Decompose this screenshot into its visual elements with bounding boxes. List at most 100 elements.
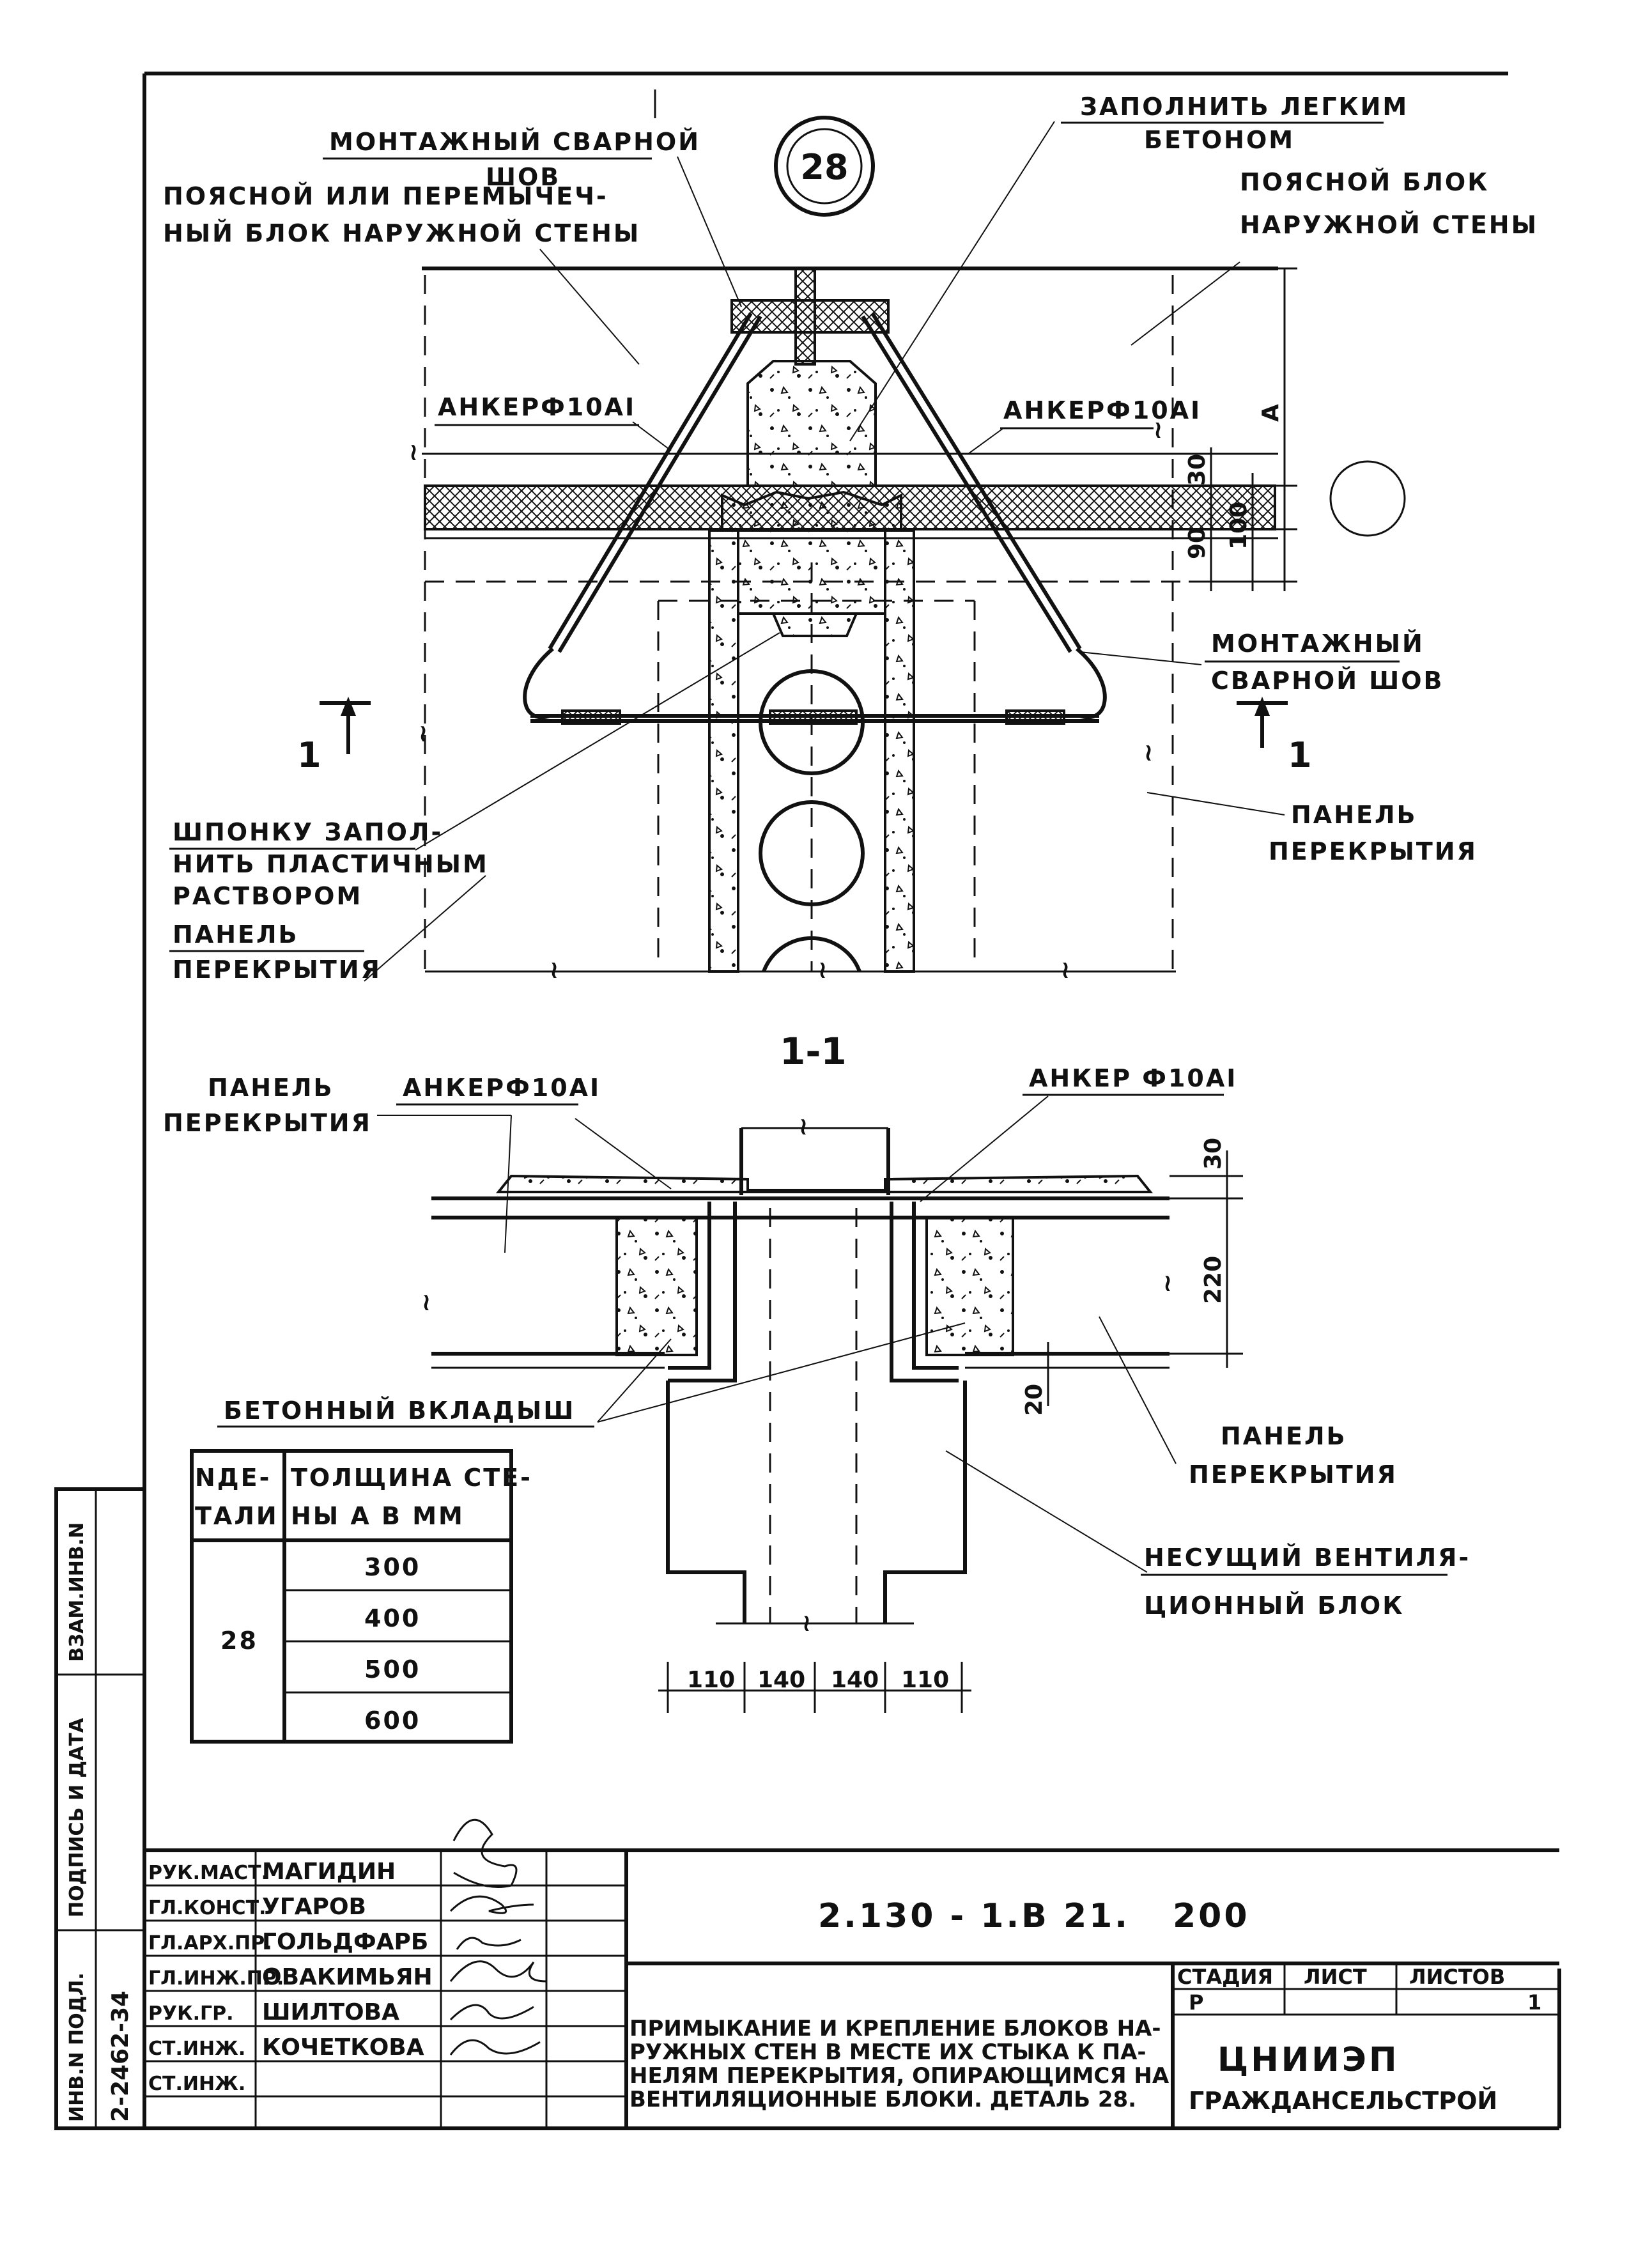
svg-text:ВЕНТИЛЯЦИОННЫЕ БЛОКИ. ДЕТАЛЬ 2: ВЕНТИЛЯЦИОННЫЕ БЛОКИ. ДЕТАЛЬ 28. <box>629 2087 1136 2112</box>
svg-text:NДЕ-: NДЕ- <box>195 1464 271 1492</box>
svg-text:1: 1 <box>1527 1990 1541 2015</box>
table-row: 400 <box>364 1604 421 1632</box>
svg-text:ВЗАМ.ИНВ.N: ВЗАМ.ИНВ.N <box>66 1522 88 1662</box>
side-stamp: ИНВ.N ПОДЛ. 2-2462-34 ПОДПИСЬ И ДАТА ВЗА… <box>54 1487 146 2130</box>
vent-block-wall-left <box>708 529 739 973</box>
section-view: 1-1 ≀ ≀ ≀ ≀ <box>163 1030 1469 1713</box>
topping-layer <box>495 1174 1154 1193</box>
plan-view: ≀ ≀ ≀ ≀ ≀ ≀ ≀ 1 1 А 30 <box>163 93 1538 984</box>
plan-dimensions: А 30 100 90 <box>1184 267 1406 591</box>
sec-label-vent-2: ЦИОННЫЙ БЛОК <box>1144 1591 1404 1620</box>
thickness-table: NДЕ- ТАЛИ ТОЛЩИНА СТЕ- НЫ А В ММ 28 300 … <box>190 1449 530 1744</box>
svg-text:НЫ А В ММ: НЫ А В ММ <box>291 1502 465 1530</box>
svg-text:30: 30 <box>1200 1138 1226 1170</box>
label-anchor-right: АНКЕРФ10АI <box>1003 396 1201 424</box>
svg-text:≀: ≀ <box>799 1112 810 1140</box>
svg-text:СТ.ИНЖ.: СТ.ИНЖ. <box>148 2038 245 2060</box>
svg-text:2-2462-34: 2-2462-34 <box>107 1991 134 2122</box>
svg-text:НЕЛЯМ ПЕРЕКРЫТИЯ, ОПИРАЮЩИМСЯ: НЕЛЯМ ПЕРЕКРЫТИЯ, ОПИРАЮЩИМСЯ НА <box>629 2063 1170 2089</box>
svg-text:РУЖНЫХ СТЕН В МЕСТЕ ИХ СТЫКА К: РУЖНЫХ СТЕН В МЕСТЕ ИХ СТЫКА К ПА- <box>629 2039 1146 2065</box>
label-fill-concrete-2: БЕТОНОМ <box>1144 126 1295 154</box>
svg-text:≀: ≀ <box>1144 738 1155 766</box>
svg-text:≀: ≀ <box>1163 1269 1174 1297</box>
svg-text:140: 140 <box>757 1667 805 1693</box>
sec-label-anchor-left: АНКЕРФ10АI <box>403 1074 601 1102</box>
svg-text:140: 140 <box>831 1667 879 1693</box>
section-leaders <box>377 1095 1177 1573</box>
sec-label-insert: БЕТОННЫЙ ВКЛАДЫШ <box>224 1397 575 1425</box>
sec-label-anchor-right: АНКЕР Ф10АI <box>1029 1064 1237 1092</box>
svg-text:≀: ≀ <box>419 719 429 747</box>
svg-text:≀: ≀ <box>1154 415 1164 444</box>
key-mortar <box>771 612 859 637</box>
sec-label-panel-right-1: ПАНЕЛЬ <box>1221 1422 1347 1450</box>
detail-number-marker: 28 <box>654 89 875 217</box>
label-fill-concrete-1: ЗАПОЛНИТЬ ЛЕГКИМ <box>1080 93 1409 121</box>
sec-label-panel-left-1: ПАНЕЛЬ <box>208 1074 334 1102</box>
svg-text:100: 100 <box>1226 502 1252 550</box>
svg-text:ЛИСТОВ: ЛИСТОВ <box>1409 1965 1505 1989</box>
svg-text:≀: ≀ <box>1061 956 1072 984</box>
label-panel-left-2: ПЕРЕКРЫТИЯ <box>173 956 382 984</box>
svg-text:ГЛ.КОНСТ.: ГЛ.КОНСТ. <box>148 1897 266 1919</box>
label-anchor-left: АНКЕРФ10АI <box>438 393 636 421</box>
label-key-fill-1: ШПОНКУ ЗАПОЛ- <box>173 818 443 846</box>
svg-text:220: 220 <box>1200 1256 1226 1304</box>
svg-text:СТ.ИНЖ.: СТ.ИНЖ. <box>148 2073 245 2095</box>
label-belt-block-left-2: НЫЙ БЛОК НАРУЖНОЙ СТЕНЫ <box>163 219 640 247</box>
vent-block-wall-right <box>884 529 915 973</box>
svg-text:ЛИСТ: ЛИСТ <box>1304 1965 1367 1989</box>
svg-text:1: 1 <box>297 735 321 775</box>
svg-text:РУК.ГР.: РУК.ГР. <box>148 2002 234 2025</box>
label-panel-right-2: ПЕРЕКРЫТИЯ <box>1269 837 1478 865</box>
sec-label-panel-left-2: ПЕРЕКРЫТИЯ <box>163 1109 372 1137</box>
svg-text:КОЧЕТКОВА: КОЧЕТКОВА <box>262 2034 424 2061</box>
svg-text:≀: ≀ <box>422 1288 433 1316</box>
svg-text:20: 20 <box>1021 1384 1047 1416</box>
drawing-code-number: 200 <box>1173 1897 1250 1935</box>
svg-text:ИНВ.N ПОДЛ.: ИНВ.N ПОДЛ. <box>66 1972 88 2122</box>
section-mark-left: 1 <box>297 697 371 775</box>
section-dimensions: 30 220 20 110 140 140 110 <box>658 1138 1243 1713</box>
svg-text:ГЛ.АРХ.ПР.: ГЛ.АРХ.ПР. <box>148 1932 272 1954</box>
svg-text:≀: ≀ <box>409 438 420 466</box>
svg-text:ПОДПИСЬ И ДАТА: ПОДПИСЬ И ДАТА <box>66 1717 88 1917</box>
label-weld-right-1: МОНТАЖНЫЙ <box>1211 630 1424 658</box>
signatures <box>449 1818 547 2055</box>
section-mark-right: 1 <box>1237 697 1312 775</box>
svg-text:30: 30 <box>1184 454 1210 486</box>
table-row: 600 <box>364 1707 421 1735</box>
svg-text:Р: Р <box>1189 1990 1203 2015</box>
label-belt-block-right-1: ПОЯСНОЙ БЛОК <box>1240 168 1489 196</box>
svg-text:ОВАКИМЬЯН: ОВАКИМЬЯН <box>262 1964 433 1990</box>
table-row: 300 <box>364 1553 421 1581</box>
svg-text:ГЛ.ИНЖ.ПР.: ГЛ.ИНЖ.ПР. <box>148 1967 284 1990</box>
svg-text:≀: ≀ <box>818 956 829 984</box>
org-name: ЦНИИЭП <box>1217 2041 1399 2079</box>
label-key-fill-2: НИТЬ ПЛАСТИЧНЫМ <box>173 850 489 878</box>
svg-text:ШИЛТОВА: ШИЛТОВА <box>262 1999 399 2025</box>
table-detail: 28 <box>220 1627 258 1655</box>
label-belt-block-right-2: НАРУЖНОЙ СТЕНЫ <box>1240 211 1538 239</box>
label-key-fill-3: РАСТВОРОМ <box>173 882 362 910</box>
section-title: 1-1 <box>780 1030 847 1073</box>
svg-text:ПРИМЫКАНИЕ И КРЕПЛЕНИЕ БЛОКОВ: ПРИМЫКАНИЕ И КРЕПЛЕНИЕ БЛОКОВ НА- <box>629 2016 1161 2041</box>
detail-number: 28 <box>800 147 848 187</box>
sec-label-panel-right-2: ПЕРЕКРЫТИЯ <box>1189 1460 1398 1489</box>
label-weld-top-1: МОНТАЖНЫЙ СВАРНОЙ <box>329 128 700 156</box>
svg-text:110: 110 <box>901 1667 949 1693</box>
label-panel-right-1: ПАНЕЛЬ <box>1291 801 1417 829</box>
svg-text:≀: ≀ <box>802 1609 813 1637</box>
svg-text:СТАДИЯ: СТАДИЯ <box>1177 1965 1273 1989</box>
concrete-insert-right <box>925 1216 1014 1356</box>
svg-text:ТАЛИ: ТАЛИ <box>195 1502 279 1530</box>
table-row: 500 <box>364 1655 421 1683</box>
svg-text:МАГИДИН: МАГИДИН <box>262 1859 396 1885</box>
svg-text:УГАРОВ: УГАРОВ <box>262 1894 366 1920</box>
svg-text:1: 1 <box>1288 735 1312 775</box>
label-panel-left-1: ПАНЕЛЬ <box>173 920 299 948</box>
plan-leaders <box>364 121 1285 982</box>
svg-text:110: 110 <box>687 1667 735 1693</box>
title-block: РУК.МАСТ. ГЛ.КОНСТ. ГЛ.АРХ.ПР. ГЛ.ИНЖ.ПР… <box>144 1818 1559 2128</box>
svg-text:А: А <box>1258 404 1284 422</box>
